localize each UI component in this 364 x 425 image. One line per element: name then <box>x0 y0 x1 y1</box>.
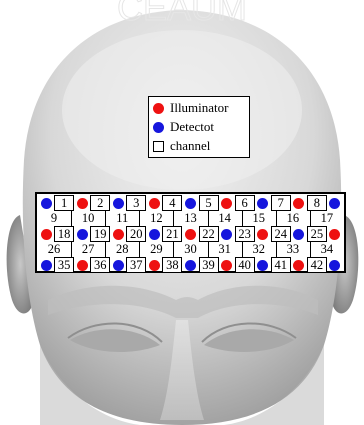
channel-cell: 30 <box>173 242 207 258</box>
channel-cell: 15 <box>242 211 276 227</box>
channel-cell: 6 <box>235 195 255 211</box>
illuminator-optode <box>185 229 196 240</box>
channel-divider <box>276 242 277 258</box>
channel-divider <box>105 242 106 258</box>
detector-optode <box>221 229 232 240</box>
illuminator-optode <box>221 198 232 209</box>
channel-cell: 16 <box>276 211 310 227</box>
channel-cell: 37 <box>126 257 146 273</box>
channel-cell: 38 <box>162 257 182 273</box>
channel-divider <box>173 211 174 227</box>
channel-cell: 20 <box>126 226 146 242</box>
detector-optode <box>113 198 124 209</box>
channel-cell: 39 <box>199 257 219 273</box>
illuminator-optode <box>149 198 160 209</box>
detector-optode <box>257 260 268 271</box>
legend-label: Illuminator <box>170 100 229 116</box>
channel-divider <box>71 211 72 227</box>
channel-cell: 17 <box>310 211 344 227</box>
illuminator-symbol <box>153 103 164 114</box>
channel-cell: 24 <box>271 226 291 242</box>
channel-divider <box>208 242 209 258</box>
detector-optode <box>257 198 268 209</box>
channel-cell: 4 <box>162 195 182 211</box>
illuminator-optode <box>221 260 232 271</box>
illuminator-optode <box>77 260 88 271</box>
watermark: CEAUM <box>117 0 247 28</box>
channel-divider <box>71 242 72 258</box>
channel-cell: 42 <box>307 257 327 273</box>
illuminator-optode <box>149 260 160 271</box>
channel-symbol <box>153 141 164 152</box>
channel-cell: 3 <box>126 195 146 211</box>
channel-cell: 41 <box>271 257 291 273</box>
legend-label: channel <box>170 138 210 154</box>
channel-divider <box>310 242 311 258</box>
channel-cell: 1 <box>54 195 74 211</box>
legend-item-channel: channel <box>153 138 210 154</box>
illuminator-optode <box>77 198 88 209</box>
channel-divider <box>242 242 243 258</box>
detector-symbol <box>153 122 164 133</box>
channel-cell: 36 <box>90 257 110 273</box>
channel-cell: 21 <box>162 226 182 242</box>
legend-item-detector: Detectot <box>153 119 214 135</box>
detector-optode <box>77 229 88 240</box>
illuminator-optode <box>293 260 304 271</box>
legend: Illuminator Detectot channel <box>148 96 250 158</box>
illuminator-optode <box>293 198 304 209</box>
channel-cell: 31 <box>208 242 242 258</box>
detector-optode <box>329 260 340 271</box>
detector-optode <box>185 198 196 209</box>
channel-cell: 28 <box>105 242 139 258</box>
channel-cell: 40 <box>235 257 255 273</box>
channel-cell: 23 <box>235 226 255 242</box>
detector-optode <box>41 198 52 209</box>
channel-cell: 10 <box>71 211 105 227</box>
channel-divider <box>105 211 106 227</box>
channel-cell: 29 <box>139 242 173 258</box>
detector-optode <box>113 260 124 271</box>
channel-cell: 19 <box>90 226 110 242</box>
channel-cell: 34 <box>310 242 344 258</box>
channel-divider <box>208 211 209 227</box>
channel-divider <box>276 211 277 227</box>
detector-optode <box>149 229 160 240</box>
channel-cell: 35 <box>54 257 74 273</box>
channel-cell: 7 <box>271 195 291 211</box>
channel-cell: 5 <box>199 195 219 211</box>
legend-item-illuminator: Illuminator <box>153 100 229 116</box>
channel-cell: 12 <box>139 211 173 227</box>
detector-optode <box>293 229 304 240</box>
channel-cell: 11 <box>105 211 139 227</box>
legend-label: Detectot <box>170 119 214 135</box>
channel-cell: 9 <box>37 211 71 227</box>
channel-divider <box>310 211 311 227</box>
channel-cell: 26 <box>37 242 71 258</box>
channel-cell: 14 <box>208 211 242 227</box>
channel-divider <box>242 211 243 227</box>
illuminator-optode <box>257 229 268 240</box>
channel-cell: 18 <box>54 226 74 242</box>
channel-cell: 25 <box>307 226 327 242</box>
illuminator-optode <box>41 229 52 240</box>
channel-cell: 32 <box>242 242 276 258</box>
channel-cell: 33 <box>276 242 310 258</box>
channel-divider <box>173 242 174 258</box>
illuminator-optode <box>113 229 124 240</box>
channel-divider <box>139 242 140 258</box>
detector-optode <box>41 260 52 271</box>
channel-cell: 22 <box>199 226 219 242</box>
channel-cell: 13 <box>173 211 207 227</box>
detector-optode <box>185 260 196 271</box>
channel-cell: 2 <box>90 195 110 211</box>
channel-cell: 8 <box>307 195 327 211</box>
illuminator-optode <box>329 229 340 240</box>
detector-optode <box>329 198 340 209</box>
channel-cell: 27 <box>71 242 105 258</box>
channel-divider <box>139 211 140 227</box>
